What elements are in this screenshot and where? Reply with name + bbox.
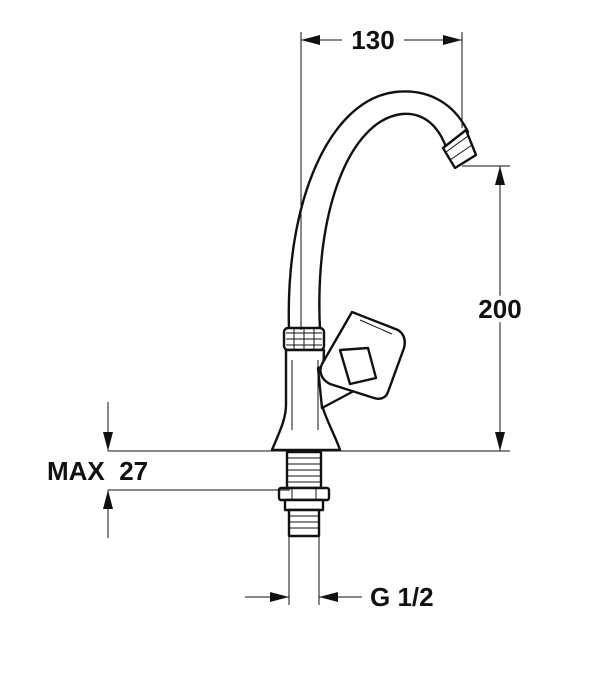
dimension-height-label: 200 (478, 294, 521, 324)
dimension-max-thickness-label: MAX 27 (47, 456, 148, 486)
mounting-shank (285, 450, 323, 490)
dimension-height: 200 (108, 165, 526, 452)
connection-thread (283, 498, 325, 538)
dimension-reach-label: 130 (351, 25, 394, 55)
dimension-thread: G 1/2 (245, 536, 434, 612)
dimension-thread-label: G 1/2 (370, 582, 434, 612)
dimension-max-thickness: MAX 27 (47, 402, 290, 538)
aerator-nozzle (441, 128, 478, 170)
faucet-outline (270, 90, 478, 538)
lever-handle (319, 310, 406, 400)
collar-nut (282, 326, 326, 352)
dimension-reach: 130 (300, 25, 463, 330)
spout (287, 90, 470, 332)
